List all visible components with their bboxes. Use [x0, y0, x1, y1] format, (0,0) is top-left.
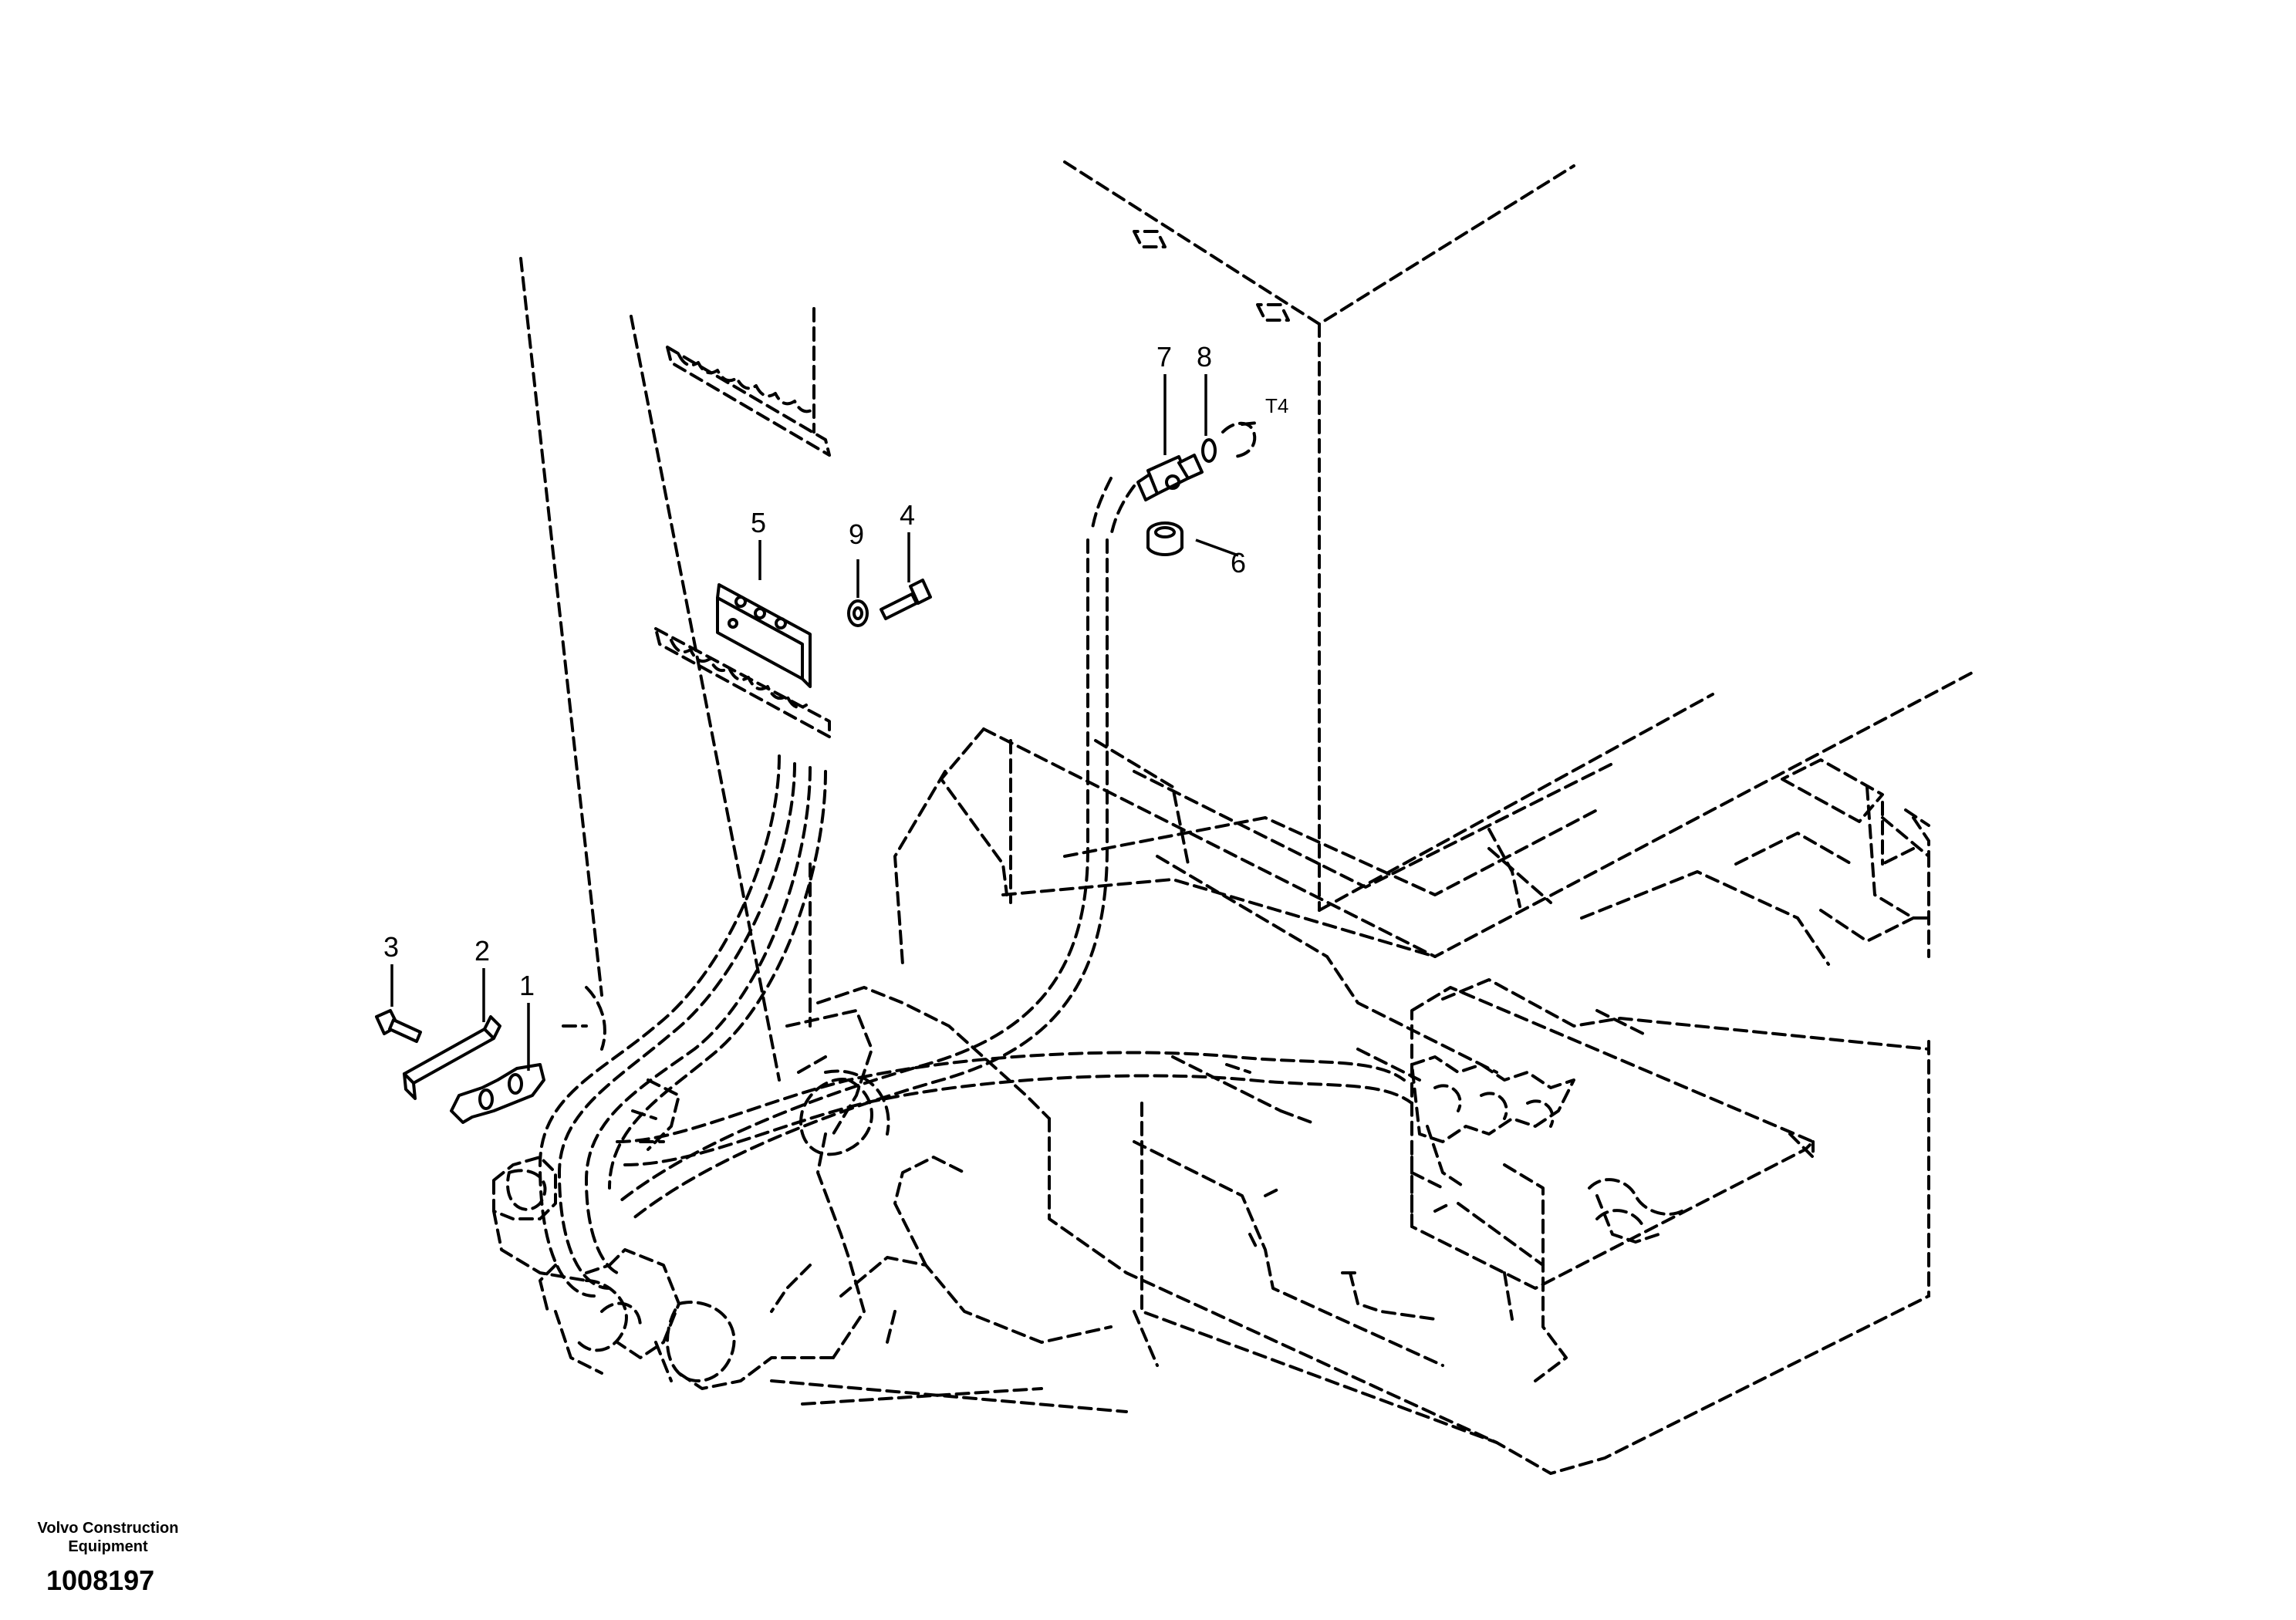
o-ring-part-8: [1201, 438, 1217, 463]
drawing-number: 1008197: [46, 1564, 155, 1596]
callout-1: 1: [519, 970, 535, 1001]
callout-3: 3: [383, 931, 399, 963]
bolt-part-4: [880, 579, 932, 620]
callout-4: 4: [900, 499, 915, 531]
valve-block: [1410, 1055, 1683, 1244]
callout-7: 7: [1156, 341, 1172, 373]
highlighted-parts: [375, 421, 1259, 1124]
fitting-part-7: [1136, 454, 1204, 501]
callout-2: 2: [474, 935, 490, 967]
callout-8: 8: [1197, 341, 1212, 373]
callout-5: 5: [751, 507, 766, 538]
clamp-part-1: [450, 1063, 545, 1124]
background-structure: [492, 160, 1977, 1475]
callout-leaders: [390, 374, 1239, 1071]
washer-part-9: [847, 599, 869, 627]
label-t4: T4: [1265, 394, 1288, 417]
callout-9: 9: [849, 518, 864, 550]
bracket-part-5: [716, 583, 812, 688]
plug-part-6: [1146, 521, 1183, 556]
brand-name-line-2: Equipment: [68, 1538, 148, 1555]
bolt-part-3: [375, 1009, 422, 1043]
callout-6: 6: [1231, 547, 1246, 579]
port-t4: [1221, 421, 1259, 458]
brand-name: Volvo Construction: [37, 1520, 179, 1537]
callout-labels: 1 2 3 4 5 6 7 8 9 T4: [383, 341, 1288, 1001]
hose-routing: [539, 477, 1413, 1298]
plate-part-2: [403, 1015, 501, 1100]
